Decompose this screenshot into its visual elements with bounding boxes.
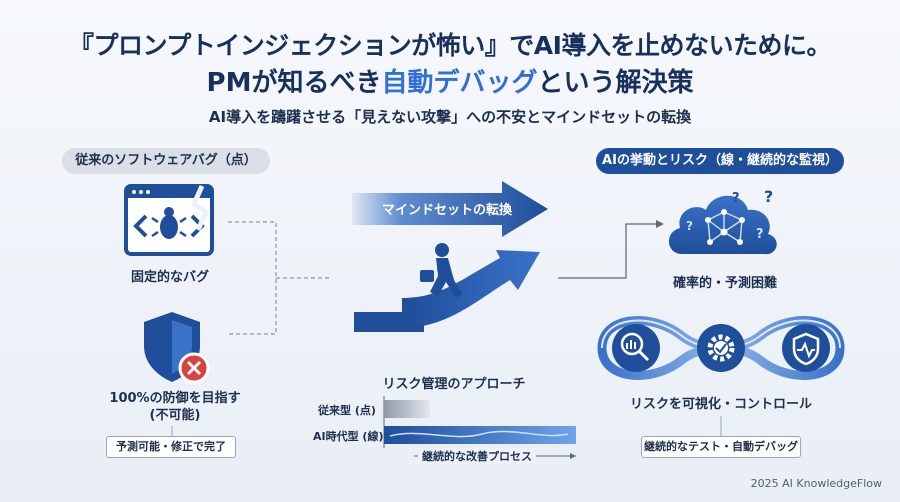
- subtitle: AI導入を躊躇させる「見えない攻撃」への不安とマインドセットの転換: [208, 108, 692, 126]
- connector-right: [558, 220, 664, 279]
- left-tag: 予測可能・修正で完了: [106, 436, 236, 458]
- title-line-2-post: という解決策: [537, 68, 694, 98]
- growth-stairs-icon: [354, 243, 540, 332]
- svg-text:?: ?: [756, 227, 764, 242]
- right-tag: 継続的なテスト・自動デバッグ: [641, 436, 801, 458]
- banner-arrow-shape: [352, 181, 548, 237]
- risk-bars: [383, 396, 576, 459]
- copyright: 2025 AI KnowledgeFlow: [750, 477, 882, 490]
- mindset-banner-text: マインドセットの転換: [382, 203, 513, 218]
- full-defense-label: 100%の防御を目指す (不可能): [100, 390, 250, 424]
- probabilistic-label: 確率的・予測困難: [672, 276, 777, 291]
- risk-approach-title: リスク管理のアプローチ: [382, 377, 526, 392]
- neural-cloud-icon: ? ? ? ?: [668, 187, 777, 255]
- code-bug-icon: [124, 184, 214, 256]
- svg-text:?: ?: [732, 191, 740, 206]
- shield-x-icon: [144, 312, 210, 384]
- title-line-2-highlight: 自動デバッグ: [381, 68, 538, 98]
- connector-left: [228, 221, 330, 335]
- title-line-2-pre: PMが知るべき: [206, 68, 382, 98]
- right-tag-connector: [720, 416, 722, 438]
- left-section-pill: 従来のソフトウェアバグ（点）: [62, 148, 270, 174]
- infinity-loop-icons: [597, 316, 845, 380]
- visualize-control-label: リスクを可視化・コントロール: [629, 397, 812, 412]
- mindset-banner: マインドセットの転換: [352, 181, 548, 237]
- svg-text:?: ?: [686, 219, 693, 233]
- full-defense-label-line1: 100%の防御を目指す: [109, 391, 241, 406]
- fixed-bug-label: 固定的なバグ: [130, 270, 209, 285]
- risk-row-traditional: 従来型 (点): [318, 404, 376, 417]
- title-line-1: 『プロンプトインジェクションが怖い』でAI導入を止めないために。: [69, 31, 831, 60]
- right-section-pill: AIの挙動とリスク（線・継続的な監視）: [596, 148, 844, 174]
- continuous-process-label: 継続的な改善プロセス: [418, 448, 536, 464]
- risk-row-ai: AI時代型 (線): [313, 430, 384, 443]
- title-line-2: PMが知るべき自動デバッグという解決策: [0, 62, 900, 99]
- svg-text:?: ?: [764, 187, 773, 206]
- full-defense-label-line2: (不可能): [149, 408, 201, 423]
